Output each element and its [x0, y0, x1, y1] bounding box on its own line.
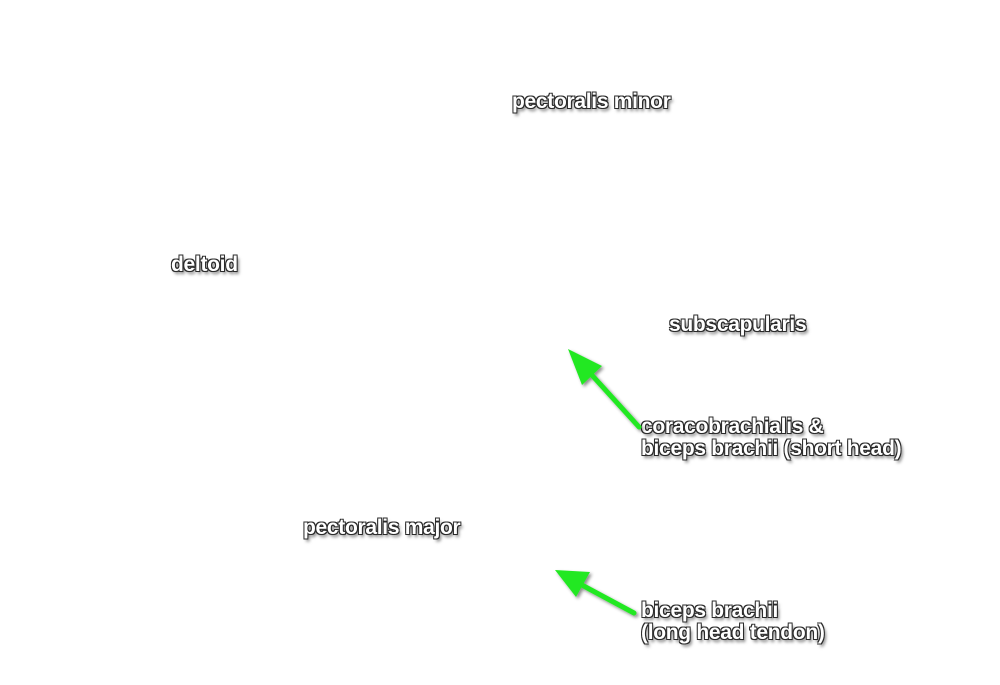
label-subscapularis-text: subscapularis — [669, 313, 807, 336]
label-biceps-long-head-line1: biceps brachii — [641, 599, 779, 622]
label-pectoralis-major-text: pectoralis major — [303, 516, 461, 539]
label-coracobrachialis-line2: biceps brachii (short head) — [641, 437, 902, 460]
label-pectoralis-major: pectoralis major — [303, 516, 461, 539]
arrow-biceps-long-head — [555, 570, 637, 616]
label-subscapularis: subscapularis — [669, 313, 807, 336]
label-deltoid: deltoid — [171, 254, 238, 276]
label-deltoid-text: deltoid — [171, 253, 238, 276]
label-pectoralis-minor-text: pectoralis minor — [512, 90, 671, 113]
label-pectoralis-minor: pectoralis minor — [512, 91, 671, 113]
label-coracobrachialis: coracobrachialis & biceps brachii (short… — [641, 415, 902, 460]
label-biceps-long-head: biceps brachii (long head tendon) — [641, 600, 825, 644]
arrow-coracobrachialis — [568, 349, 642, 430]
label-biceps-long-head-line2: (long head tendon) — [641, 621, 825, 644]
label-coracobrachialis-line1: coracobrachialis & — [641, 415, 824, 438]
